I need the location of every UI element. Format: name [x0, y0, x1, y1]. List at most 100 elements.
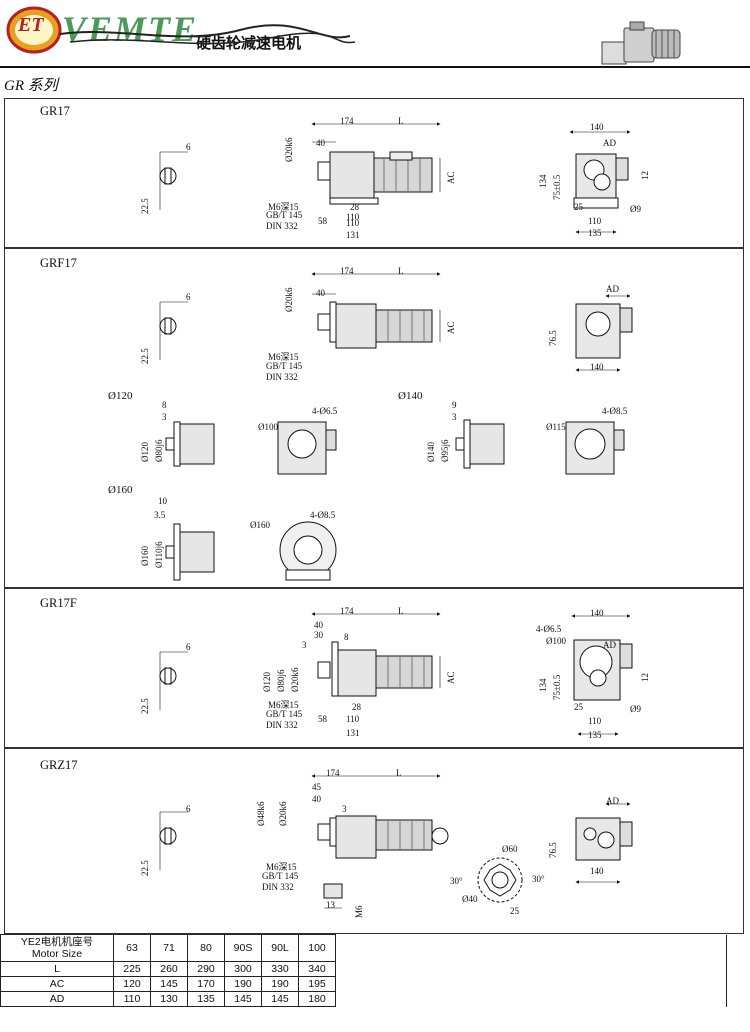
- dim-pcd-100: Ø100: [258, 422, 278, 432]
- flange-title-140: Ø140: [398, 390, 423, 402]
- note-m6: M6深15: [266, 862, 297, 872]
- gearmotor-front-view: [311, 612, 441, 697]
- dim-8: 8: [162, 400, 167, 410]
- dim-174: 174: [340, 266, 354, 276]
- dim-end-140: 140: [590, 608, 604, 618]
- dim-76-5: 76.5: [548, 330, 558, 346]
- dim-174: 174: [326, 768, 340, 778]
- flange-title-120: Ø120: [108, 390, 133, 402]
- dim-o20: Ø20k6: [290, 667, 300, 693]
- dim-angle-30b: 30°: [532, 874, 545, 884]
- dim-131: 131: [346, 230, 360, 240]
- dim-M6: M6: [354, 905, 364, 918]
- size-cell: 71: [150, 934, 188, 962]
- dim-end-AD: AD: [606, 796, 619, 806]
- dim-pcd-160: Ø160: [250, 520, 270, 530]
- size-cell: 80: [187, 934, 225, 962]
- dim-8: 8: [344, 632, 349, 642]
- flange-160-face-view: [279, 521, 337, 581]
- dim-76-5: 76.5: [548, 842, 558, 858]
- table-cell: 225: [113, 961, 151, 977]
- section-grf17: [4, 248, 744, 588]
- table-cell: 145: [150, 976, 188, 992]
- dim-10: 10: [158, 496, 167, 506]
- table-cell: 130: [150, 991, 188, 1007]
- dim-25: 25: [574, 702, 583, 712]
- dim-40: 40: [314, 620, 323, 630]
- shaft-key-view: [159, 811, 188, 870]
- table-cell: 145: [224, 991, 262, 1007]
- table-header-row: YE2电机机座号 Motor Size 63 71 80 90S 90L 100: [0, 934, 727, 1007]
- motor-size-table: YE2电机机座号 Motor Size 63 71 80 90S 90L 100…: [0, 934, 727, 1007]
- gearmotor-end-view: [575, 802, 633, 884]
- gearmotor-front-view: [311, 272, 441, 349]
- dim-pcd-100: Ø100: [546, 636, 566, 646]
- dim-key-width: 6: [186, 292, 191, 302]
- dim-L: L: [396, 768, 402, 778]
- table-cell: 145: [261, 991, 299, 1007]
- dim-40: 40: [316, 288, 325, 298]
- section-gr17: [4, 98, 744, 248]
- dim-holes-8-5: 4-Ø8.5: [602, 406, 628, 416]
- table-header-cell: YE2电机机座号 Motor Size: [0, 934, 114, 962]
- table-cell: 330: [261, 961, 299, 977]
- dim-25: 25: [574, 202, 583, 212]
- section-gr17f: [4, 588, 744, 748]
- dim-110a: 110: [346, 212, 360, 222]
- dim-end-140: 140: [590, 866, 604, 876]
- dim-end-135: 135: [588, 228, 602, 238]
- dim-13: 13: [326, 900, 335, 910]
- dim-L: L: [398, 266, 404, 276]
- dim-o95: Ø95j6: [440, 439, 450, 463]
- brand-logo: [6, 6, 62, 54]
- size-cell: 100: [298, 934, 336, 962]
- dim-o140: Ø140: [426, 442, 436, 462]
- section-grz17: [4, 748, 744, 934]
- note-gb: GB/T 145: [266, 210, 303, 220]
- dim-phi9: Ø9: [630, 204, 641, 214]
- dim-shaft-dia: Ø20k6: [284, 137, 294, 163]
- note-gb: GB/T 145: [266, 361, 303, 371]
- dim-3: 3: [342, 804, 347, 814]
- dim-key-height: 22.5: [140, 348, 150, 364]
- section-label: GR17F: [40, 596, 77, 610]
- dim-28: 28: [350, 202, 359, 212]
- dim-o40: Ø40: [462, 894, 478, 904]
- header-subtitle: 硬齿轮减速电机: [196, 36, 302, 52]
- dim-134: 134: [538, 678, 548, 693]
- dim-9: 9: [452, 400, 457, 410]
- dim-58: 58: [318, 216, 327, 226]
- note-din: DIN 332: [262, 882, 294, 892]
- dim-holes-6-5: 4-Ø6.5: [312, 406, 338, 416]
- note-din: DIN 332: [266, 372, 298, 382]
- header-cn: YE2电机机座号: [20, 936, 94, 948]
- table-cell: 120: [113, 976, 151, 992]
- dim-angle-30a: 30°: [450, 876, 463, 886]
- series-title: GR 系列: [4, 78, 58, 94]
- dim-40: 40: [312, 794, 321, 804]
- dim-3: 3: [162, 412, 167, 422]
- flange-140-face-view: [565, 421, 625, 475]
- dim-75: 75±0.5: [552, 674, 562, 700]
- section-label: GR17: [40, 104, 70, 118]
- dim-o80: Ø80j6: [276, 669, 286, 693]
- dim-end-135: 135: [588, 730, 602, 740]
- dim-key-width: 6: [186, 804, 191, 814]
- table-cell: 290: [187, 961, 225, 977]
- dim-L: L: [398, 606, 404, 616]
- dim-174: 174: [340, 116, 354, 126]
- dim-AC: AC: [446, 321, 456, 334]
- dim-174: 174: [340, 606, 354, 616]
- shaft-key-view: [159, 151, 188, 210]
- logo-text: ET: [18, 14, 44, 36]
- table-cell: 135: [187, 991, 225, 1007]
- dim-134: 134: [538, 174, 548, 189]
- scribble-mark: [59, 24, 356, 45]
- motor-icon: [601, 21, 681, 65]
- dim-12: 12: [640, 673, 650, 682]
- flange-140-side-view: [455, 419, 505, 469]
- dim-o20: Ø20k6: [278, 801, 288, 827]
- row-label: AC: [0, 976, 114, 992]
- gearmotor-front-view: [311, 774, 449, 859]
- dim-o160: Ø160: [140, 546, 150, 566]
